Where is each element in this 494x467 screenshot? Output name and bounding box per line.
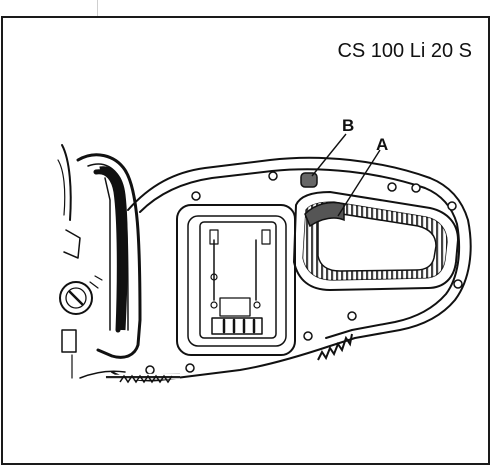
illustration-frame: CS 100 Li 20 S (1, 16, 490, 465)
page-edge-mark (97, 0, 98, 17)
callout-a: A (376, 135, 388, 154)
callout-b: B (342, 116, 354, 135)
model-name: CS 100 Li 20 S (337, 40, 472, 62)
